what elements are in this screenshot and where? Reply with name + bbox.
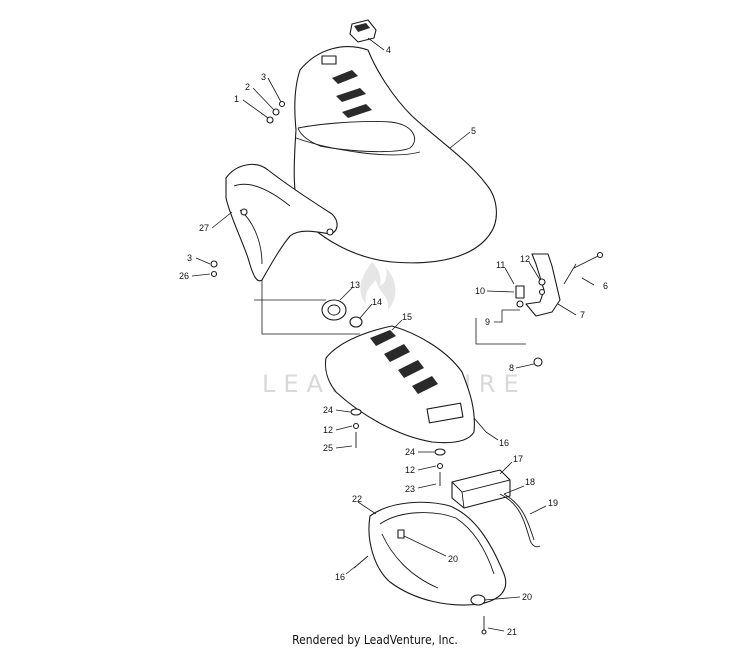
callout-26: 26 [179, 271, 189, 281]
callout-14: 14 [372, 297, 382, 307]
callout-24b: 24 [405, 447, 415, 457]
callout-3: 3 [261, 72, 266, 82]
callout-20b: 20 [522, 592, 532, 602]
callout-1: 1 [234, 94, 239, 104]
gasket-part-14 [349, 316, 363, 328]
rivet-part-21 [481, 616, 487, 635]
callout-16b: 16 [335, 572, 345, 582]
callout-21: 21 [507, 627, 517, 637]
watermark-flame-icon [360, 262, 396, 310]
callout-7: 7 [580, 310, 585, 320]
callout-6: 6 [603, 281, 608, 291]
battery-part-17 [451, 469, 511, 509]
callout-25: 25 [323, 443, 333, 453]
callout-17: 17 [513, 454, 523, 464]
pin-part-16-lower [353, 555, 369, 569]
callout-3b: 3 [187, 253, 192, 263]
leader-lines [191, 37, 595, 632]
callout-8: 8 [509, 363, 514, 373]
footer-credit: Rendered by LeadVenture, Inc. [292, 633, 458, 647]
callout-2: 2 [245, 82, 250, 92]
callout-22: 22 [352, 494, 362, 504]
callout-12b: 12 [323, 425, 333, 435]
cap-part-13 [321, 299, 347, 321]
callout-20a: 20 [448, 554, 458, 564]
pin-part-16-upper [473, 417, 487, 433]
callout-11: 11 [496, 260, 505, 270]
tank-cover-part-15 [324, 325, 475, 444]
callout-9: 9 [485, 317, 490, 327]
callout-4: 4 [386, 45, 391, 55]
latch-part-4 [349, 19, 377, 43]
hardware-24-12-25 [350, 408, 362, 448]
callout-16a: 16 [499, 438, 509, 448]
hardware-24-12-23 [434, 448, 446, 486]
callout-18: 18 [525, 477, 535, 487]
callout-19: 19 [548, 498, 558, 508]
rear-bracket-part-27 [225, 163, 338, 282]
callout-15: 15 [402, 312, 412, 322]
fasteners-10-11-12-8 [515, 278, 546, 367]
fasteners-1-2-3 [266, 100, 286, 124]
seat-part-5 [293, 46, 497, 264]
tray-part-22 [368, 501, 507, 606]
callouts: 1 2 3 4 5 27 3 26 11 12 6 10 9 7 8 13 14… [179, 45, 608, 637]
callout-27: 27 [199, 223, 209, 233]
strap-part-18-19 [499, 493, 541, 548]
callout-10: 10 [475, 286, 485, 296]
callout-24a: 24 [323, 405, 333, 415]
callout-23: 23 [405, 484, 415, 494]
callout-12c: 12 [405, 465, 415, 475]
callout-5: 5 [471, 126, 476, 136]
callout-12a: 12 [520, 254, 530, 264]
bolt-part-6 [573, 251, 604, 269]
assembly-lines [254, 263, 577, 345]
fasteners-3-26 [210, 260, 218, 278]
callout-13: 13 [350, 280, 360, 290]
